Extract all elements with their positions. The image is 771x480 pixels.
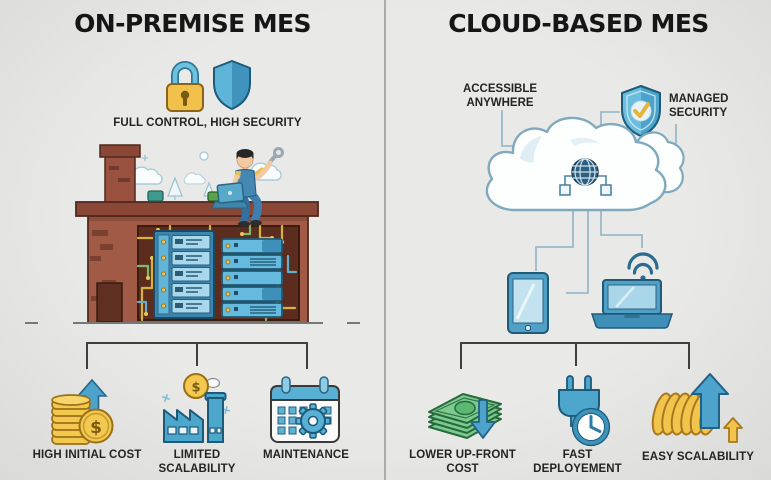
globe-network-icon bbox=[559, 158, 612, 196]
svg-text:$: $ bbox=[90, 418, 102, 438]
right-bracket-drop-3 bbox=[688, 342, 690, 369]
technician-with-laptop bbox=[211, 147, 284, 227]
cloud-network-illustration bbox=[485, 110, 685, 334]
shield-check-icon bbox=[621, 85, 661, 137]
item-label-lower-upfront-cost: LOWER UP-FRONT COST bbox=[409, 449, 516, 475]
coins-up-arrow-icon: $ bbox=[51, 378, 114, 445]
item-label-fast-deployment: FAST DEPLOYEMENT bbox=[533, 449, 622, 475]
item-label-maintenance: MAINTENANCE bbox=[262, 449, 350, 461]
gear bbox=[295, 403, 331, 439]
right-bracket-drop-1 bbox=[460, 342, 462, 369]
calendar-gear-icon bbox=[270, 376, 340, 443]
building-door bbox=[96, 282, 123, 323]
svg-text:$: $ bbox=[191, 381, 200, 396]
left-bracket-drop-1 bbox=[86, 342, 88, 369]
left-bracket-drop-3 bbox=[306, 342, 308, 369]
shield-icon bbox=[213, 60, 251, 110]
server-rack-icon bbox=[153, 230, 215, 319]
on-premise-caption: FULL CONTROL, HIGH SECURITY bbox=[113, 117, 302, 129]
panel-divider bbox=[384, 0, 386, 480]
plug-clock-icon bbox=[558, 375, 611, 447]
item-label-high-initial-cost: HIGH INITIAL COST bbox=[32, 449, 142, 461]
cloud-based-title: CLOUD-BASED MES bbox=[448, 9, 709, 38]
item-label-easy-scalability: EASY SCALABILITY bbox=[642, 451, 754, 463]
tablet-icon bbox=[507, 272, 549, 334]
spring-up-arrow-icon bbox=[651, 373, 743, 443]
on-premise-title: ON-PREMISE MES bbox=[74, 9, 311, 38]
money-down-arrow-icon bbox=[428, 393, 502, 439]
right-bracket-drop-2 bbox=[575, 342, 577, 366]
factory-dollar-icon: $ bbox=[161, 373, 231, 443]
on-premise-building-illustration bbox=[25, 144, 360, 324]
callout-accessible-anywhere: ACCESSIBLE ANYWHERE bbox=[462, 83, 538, 109]
item-label-limited-scalability: LIMITED SCALABILITY bbox=[158, 449, 236, 475]
wifi-icon bbox=[627, 252, 659, 281]
laptop-icon bbox=[590, 279, 674, 329]
callout-managed-security: MANAGED SECURITY bbox=[669, 93, 729, 119]
padlock-icon bbox=[166, 61, 204, 112]
left-bracket-drop-2 bbox=[196, 342, 198, 366]
roof-box-teal bbox=[147, 190, 164, 202]
server-stack-icon bbox=[221, 238, 283, 318]
